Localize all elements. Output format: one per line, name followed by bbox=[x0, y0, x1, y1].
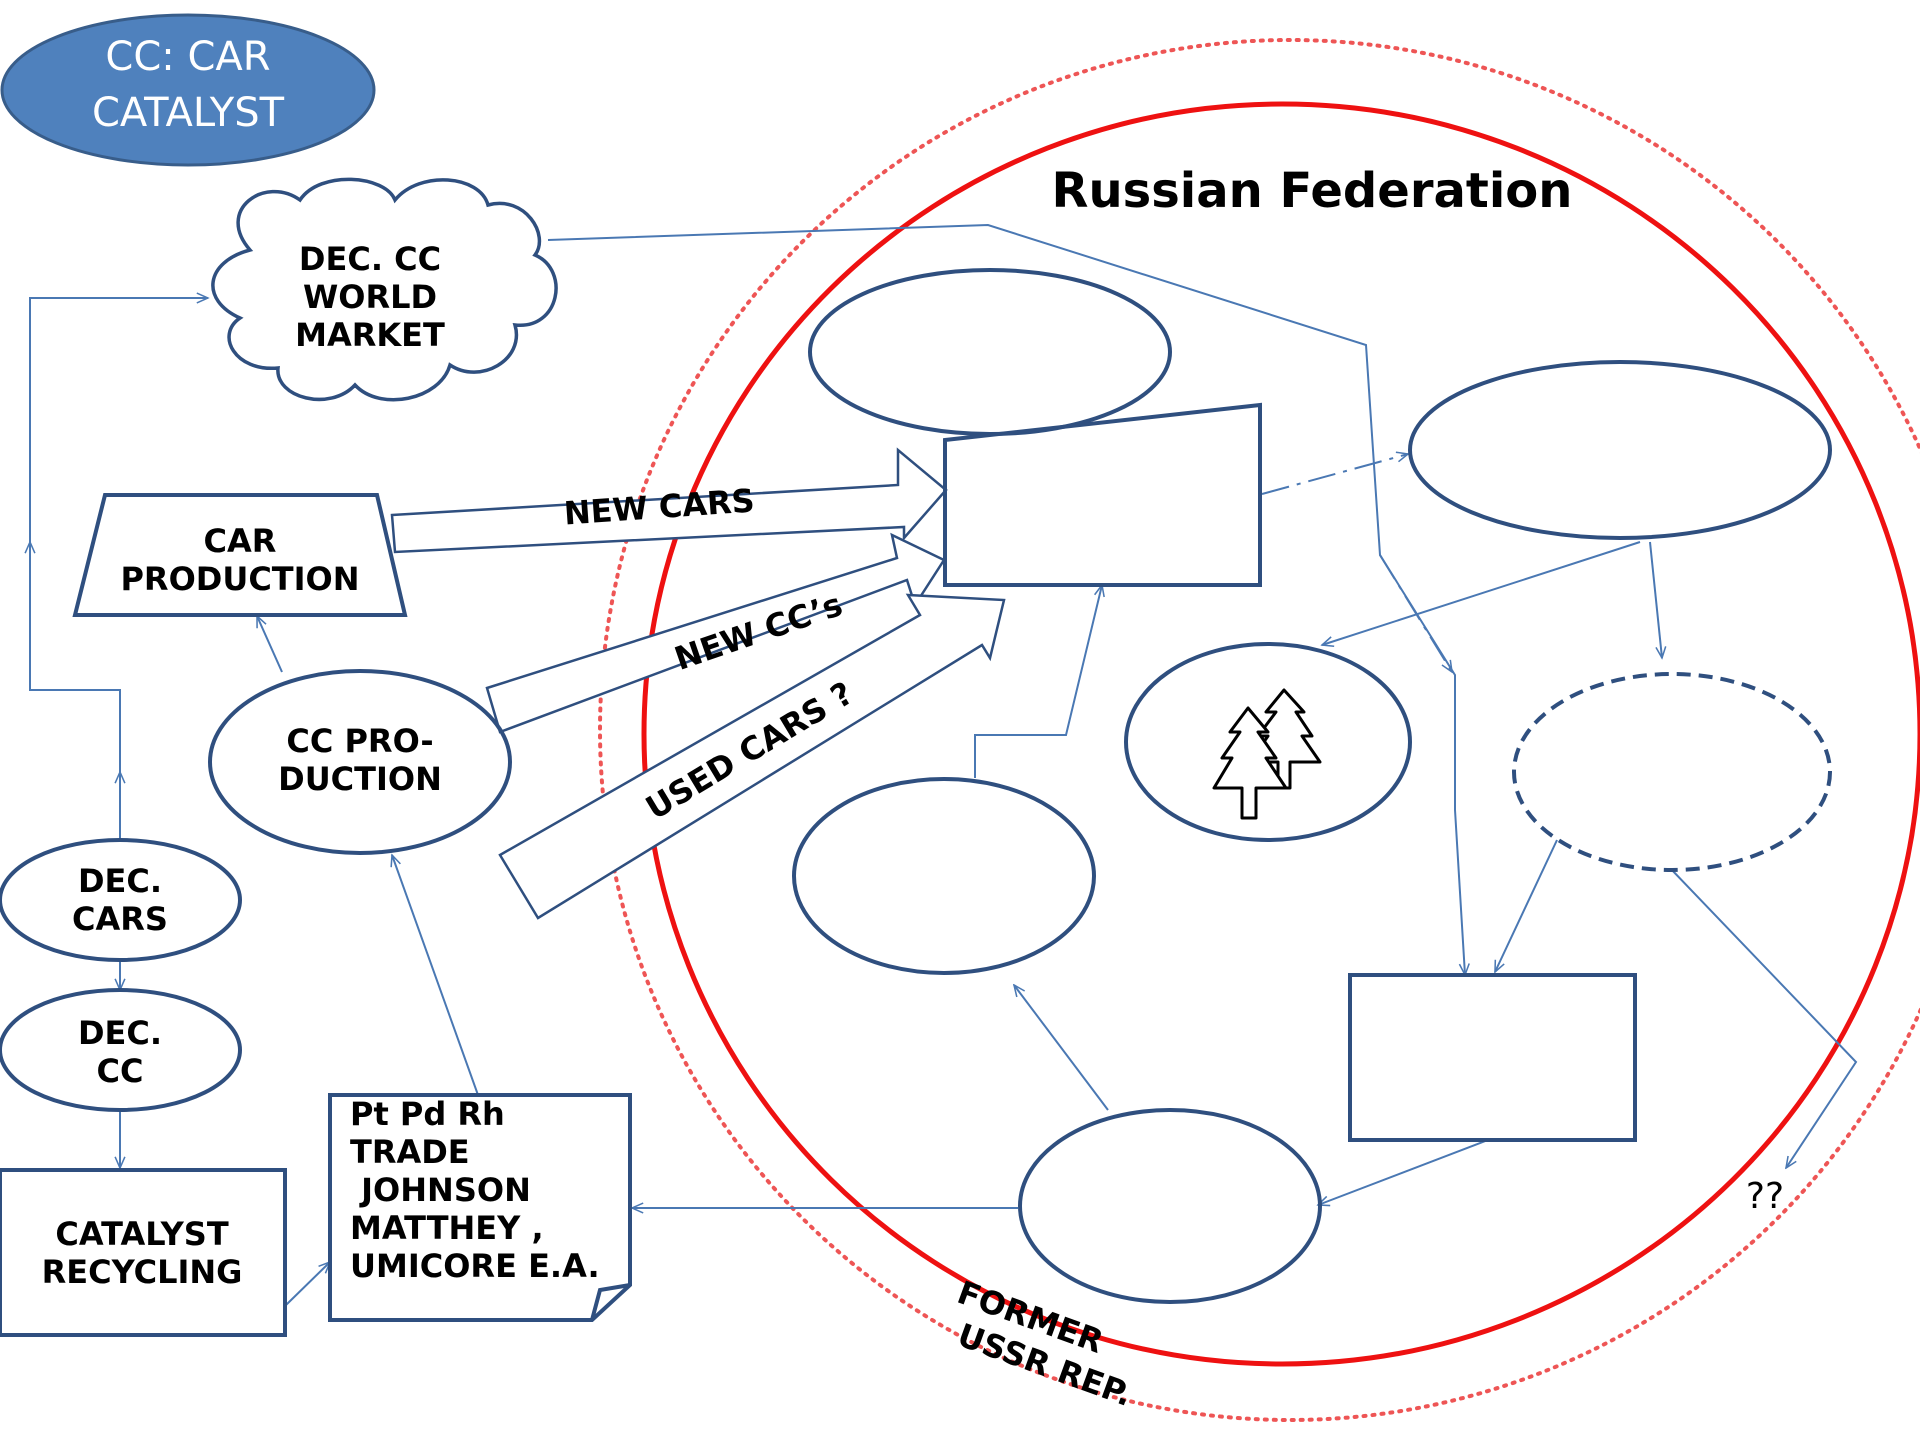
flow-trade-to-ccproduction bbox=[392, 855, 479, 1096]
title-line-2: CATALYST bbox=[92, 90, 285, 136]
pgm-trade-line-5: UMICORE E.A. bbox=[350, 1247, 600, 1285]
label-used-cars: USED CARS ? bbox=[639, 674, 859, 827]
flow-ccproduction-to-carproduction bbox=[256, 616, 283, 673]
world-market-line-2: WORLD bbox=[303, 278, 437, 316]
russian-federation-label: Russian Federation bbox=[1052, 163, 1573, 219]
russian-federation-boundary bbox=[641, 101, 1920, 1367]
dec-cc-line-2: CC bbox=[97, 1052, 144, 1090]
pgm-trade-line-1: Pt Pd Rh bbox=[350, 1095, 505, 1133]
flow-deccars-to-worldmarket bbox=[29, 298, 208, 840]
flow-dashed-to-unknown bbox=[1669, 867, 1858, 1168]
dec-cars-node: DEC. CARS bbox=[0, 838, 242, 962]
flow-dashed-to-box bbox=[1494, 839, 1558, 972]
pgm-trade-node: Pt Pd Rh TRADE JOHNSON MATTHEY , UMICORE… bbox=[328, 1093, 632, 1322]
dec-cc-node: DEC. CC bbox=[0, 988, 242, 1112]
cc-production-node: CC PRO- DUCTION bbox=[208, 669, 512, 855]
rf-empty-ellipse-top bbox=[808, 268, 1172, 436]
rf-empty-ellipse-bottom bbox=[1018, 1108, 1322, 1304]
dec-cc-line-1: DEC. bbox=[78, 1014, 162, 1052]
catalyst-recycling-line-2: RECYCLING bbox=[42, 1253, 243, 1291]
world-market-cloud: DEC. CC WORLD MARKET bbox=[211, 177, 558, 402]
catalyst-recycling-node: CATALYST RECYCLING bbox=[0, 1168, 287, 1337]
forest-icon bbox=[1212, 688, 1322, 820]
rf-empty-box-lower-right bbox=[1348, 973, 1637, 1142]
flow-dashdot-down bbox=[1379, 554, 1452, 672]
car-production-line-2: PRODUCTION bbox=[120, 560, 359, 598]
catalyst-recycling-line-1: CATALYST bbox=[55, 1215, 229, 1253]
pgm-trade-line-4: MATTHEY , bbox=[350, 1209, 544, 1247]
rf-empty-ellipse-left bbox=[792, 777, 1096, 975]
block-arrow-used-cars bbox=[498, 593, 1006, 920]
flow-to-dashed-ellipse bbox=[1649, 541, 1662, 658]
flow-dashdot-to-top-right bbox=[1261, 454, 1408, 495]
pgm-trade-line-3: JOHNSON bbox=[350, 1171, 531, 1209]
flow-leftellipse-to-centralbox bbox=[974, 585, 1102, 778]
rf-empty-ellipse-right bbox=[1408, 360, 1832, 540]
car-production-line-1: CAR bbox=[204, 522, 277, 560]
former-ussr-boundary bbox=[598, 38, 1920, 1422]
flow-recycling-to-trade bbox=[285, 1262, 330, 1306]
world-market-line-1: DEC. CC bbox=[299, 240, 441, 278]
block-arrow-new-ccs bbox=[485, 532, 946, 734]
pgm-trade-line-2: TRADE bbox=[350, 1133, 470, 1171]
world-market-line-3: MARKET bbox=[295, 316, 445, 354]
flow-box-to-bottom bbox=[1318, 1139, 1489, 1205]
rf-forest-ellipse bbox=[1124, 642, 1412, 842]
dec-cars-line-2: CARS bbox=[72, 900, 168, 938]
cc-production-line-1: CC PRO- bbox=[286, 722, 433, 760]
rf-central-box bbox=[943, 402, 1262, 587]
unknown-destination-label: ?? bbox=[1746, 1176, 1784, 1217]
block-arrow-new-cars bbox=[390, 447, 948, 554]
car-production-node: CAR PRODUCTION bbox=[72, 493, 408, 617]
title-line-1: CC: CAR bbox=[105, 34, 270, 80]
cc-production-line-2: DUCTION bbox=[278, 760, 442, 798]
title-badge: CC: CAR CATALYST bbox=[0, 13, 376, 167]
rf-dashed-ellipse bbox=[1512, 672, 1832, 872]
flow-bottom-to-leftellipse bbox=[1014, 985, 1109, 1111]
flow-to-forest bbox=[1322, 541, 1641, 645]
flow-worldmarket-to-russia bbox=[547, 223, 1465, 975]
dec-cars-line-1: DEC. bbox=[78, 862, 162, 900]
